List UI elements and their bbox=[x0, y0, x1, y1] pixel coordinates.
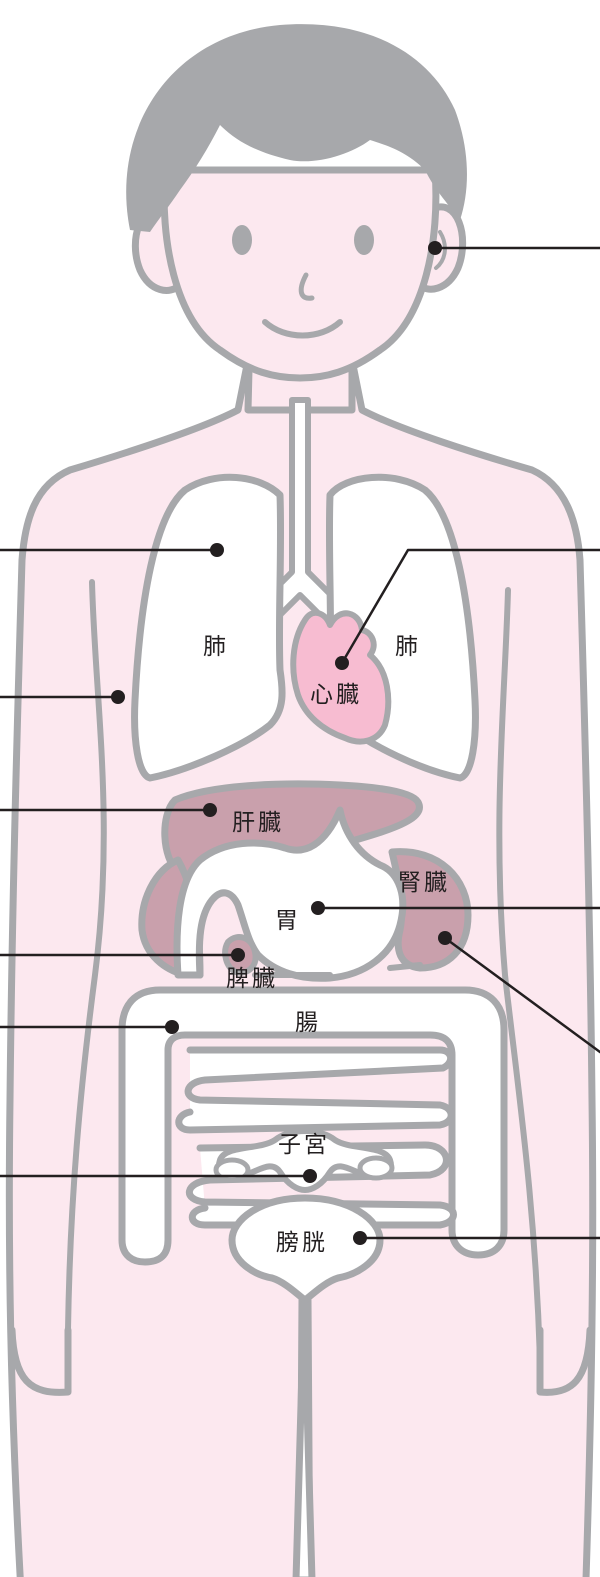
label-stomach: 胃 bbox=[275, 908, 301, 934]
label-kidney: 腎臓 bbox=[398, 870, 450, 896]
label-spleen: 脾臓 bbox=[226, 966, 278, 992]
label-liver: 肝臓 bbox=[232, 810, 284, 836]
label-lung-left: 肺 bbox=[203, 634, 229, 660]
eye-left bbox=[232, 225, 252, 255]
label-bladder: 膀胱 bbox=[276, 1230, 328, 1256]
ovary-right bbox=[360, 1158, 392, 1178]
eye-right bbox=[354, 225, 374, 255]
face bbox=[164, 170, 436, 378]
label-uterus: 子宮 bbox=[278, 1132, 330, 1158]
label-heart: 心臓 bbox=[310, 682, 362, 708]
label-lung-right: 肺 bbox=[395, 634, 421, 660]
label-intestine: 腸 bbox=[295, 1010, 321, 1036]
